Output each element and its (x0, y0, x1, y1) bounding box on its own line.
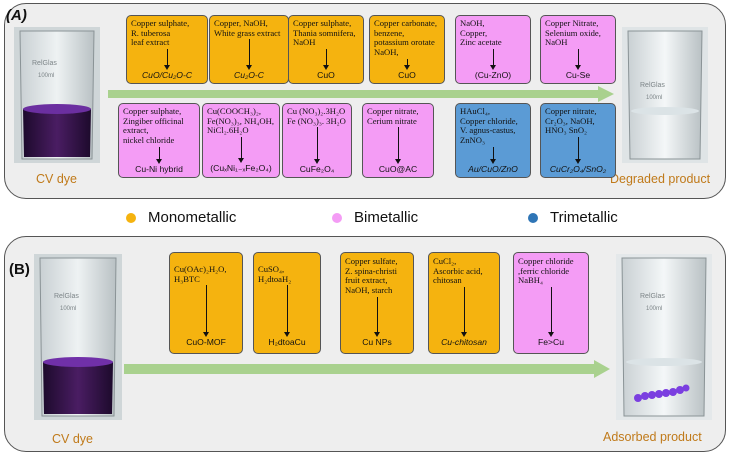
circle-icon (528, 212, 538, 223)
down-arrow-icon (374, 58, 440, 71)
panel-a-label: (A) (6, 7, 27, 24)
down-arrow-icon (207, 136, 275, 164)
down-arrow-icon (258, 284, 316, 337)
product: Fe>Cu (537, 337, 565, 347)
down-arrow-icon (287, 126, 347, 164)
reagents: Cu(OAc)₂H₂O, H₃BTC (174, 264, 227, 284)
degraded-product-beaker: RelGlas 100ml (622, 27, 708, 163)
legend-label: Trimetallic (550, 209, 618, 226)
svg-text:100ml: 100ml (646, 306, 662, 312)
reagents: Copper nitrate, Cr₂O₃, NaOH, HNO₃ SnO₂ (545, 106, 597, 136)
down-arrow-icon (174, 284, 238, 337)
method-card-a-4: Copper carbonate, benzene, potassium oro… (369, 15, 445, 84)
method-card-a-2: Copper, NaOH, White grass extract Cu₂O-C (209, 15, 289, 84)
down-arrow-icon (131, 48, 203, 71)
method-card-a-11: HAuCl₄, Copper chloride, V. agnus-castus… (455, 103, 531, 178)
legend-monometallic: Monometallic (126, 209, 236, 226)
reagents: Copper sulphate, Thania somnifera, NaOH (293, 18, 356, 48)
product: CuO@AC (378, 164, 418, 174)
method-card-b-2: CuSO₄, H₂dtoaH₂ H₂dtoaCu (253, 252, 321, 354)
circle-icon (332, 212, 342, 223)
product: Au/CuO/ZnO (468, 164, 518, 174)
product: CuO-MOF (186, 337, 226, 347)
reagents: Cu (NO₃)₂.3H₂O Fe (NO₃)₃. 3H₂O (287, 106, 346, 126)
method-card-a-5: NaOH, Copper, Zinc acetate (Cu-ZnO) (455, 15, 531, 84)
reagents: Copper chloride ,ferric chloride NaBH₄ (518, 256, 574, 286)
product: Cu-Se (565, 70, 591, 80)
product: Cu NPs (362, 337, 392, 347)
method-card-a-6: Copper Nitrate, Selenium oxide, NaOH Cu-… (540, 15, 616, 84)
method-card-a-8: Cu(COOCH₃)₂, Fe(NO₃)₃, NH₄OH, NiCl₂.6H₂O… (202, 103, 280, 178)
circle-icon (126, 212, 136, 223)
method-card-a-9: Cu (NO₃)₂.3H₂O Fe (NO₃)₃. 3H₂O CuFe₂O₄ (282, 103, 352, 178)
reagents: Copper nitrate, Cerium nitrate (367, 106, 419, 126)
degraded-product-caption: Degraded product (610, 172, 711, 186)
product: Cu-Ni hybrid (135, 164, 183, 174)
method-card-b-5: Copper chloride ,ferric chloride NaBH₄ F… (513, 252, 589, 354)
process-arrow-b (124, 360, 610, 378)
reagents: NaOH, Copper, Zinc acetate (460, 18, 502, 48)
product: CuO (398, 70, 416, 80)
svg-text:RelGlas: RelGlas (640, 82, 665, 89)
reagents: Copper, NaOH, White grass extract (214, 18, 281, 38)
down-arrow-icon (460, 146, 526, 165)
down-arrow-icon (214, 38, 284, 70)
svg-text:RelGlas: RelGlas (54, 293, 79, 300)
down-arrow-icon (345, 296, 409, 338)
method-card-a-3: Copper sulphate, Thania somnifera, NaOH … (288, 15, 364, 84)
svg-text:RelGlas: RelGlas (640, 293, 665, 300)
down-arrow-icon (123, 146, 195, 165)
svg-text:100ml: 100ml (646, 95, 662, 101)
legend-label: Monometallic (148, 209, 237, 226)
reagents: Copper sulfate, Z. spina-christi fruit e… (345, 256, 398, 295)
cv-dye-beaker-b: RelGlas 100ml (34, 254, 122, 420)
product: (Cu-ZnO) (474, 70, 512, 80)
reagents: HAuCl₄, Copper chloride, V. agnus-castus… (460, 106, 518, 145)
down-arrow-icon (433, 286, 495, 338)
reagents: Copper carbonate, benzene, potassium oro… (374, 18, 437, 57)
down-arrow-icon (545, 48, 611, 71)
method-card-a-1: Copper sulphate, R. tuberosa leaf extrac… (126, 15, 208, 84)
down-arrow-icon (367, 126, 429, 164)
down-arrow-icon (293, 48, 359, 71)
svg-text:100ml: 100ml (60, 306, 76, 312)
method-card-b-4: CuCl₂, Ascorbic acid, chitosan Cu-chitos… (428, 252, 500, 354)
product: H₂dtoaCu (268, 337, 306, 347)
cv-dye-beaker-a: RelGlas 100ml (14, 27, 100, 163)
product: CuFe₂O₄ (299, 164, 335, 174)
process-arrow-a (108, 86, 614, 102)
product: CuO (317, 70, 335, 80)
product: Cu-chitosan (441, 337, 487, 347)
down-arrow-icon (518, 286, 584, 338)
cv-dye-caption-b: CV dye (52, 432, 93, 446)
adsorbed-product-caption: Adsorbed product (603, 430, 702, 444)
method-card-a-7: Copper sulphate, Zingiber officinal extr… (118, 103, 200, 178)
reagents: CuSO₄, H₂dtoaH₂ (258, 264, 292, 284)
legend-bimetallic: Bimetallic (332, 209, 418, 226)
svg-text:100ml: 100ml (38, 73, 54, 79)
cv-dye-caption-a: CV dye (36, 172, 77, 186)
product: CuCr₂O₄/SnO₂ (549, 164, 607, 174)
method-card-a-10: Copper nitrate, Cerium nitrate CuO@AC (362, 103, 434, 178)
method-card-b-1: Cu(OAc)₂H₂O, H₃BTC CuO-MOF (169, 252, 243, 354)
product: CuO/Cu₂O-C (141, 70, 193, 80)
down-arrow-icon (460, 48, 526, 71)
reagents: Copper Nitrate, Selenium oxide, NaOH (545, 18, 601, 48)
reagents: Copper sulphate, Zingiber officinal extr… (123, 106, 184, 145)
legend-label: Bimetallic (354, 209, 419, 226)
down-arrow-icon (545, 136, 611, 165)
reagents: Cu(COOCH₃)₂, Fe(NO₃)₃, NH₄OH, NiCl₂.6H₂O (207, 106, 274, 136)
product: Cu₂O-C (233, 70, 264, 80)
method-card-a-12: Copper nitrate, Cr₂O₃, NaOH, HNO₃ SnO₂ C… (540, 103, 616, 178)
product: (CuₓNi₁₋ₓFe₂O₄) (210, 163, 272, 173)
method-card-b-3: Copper sulfate, Z. spina-christi fruit e… (340, 252, 414, 354)
svg-text:RelGlas: RelGlas (32, 60, 57, 67)
legend-trimetallic: Trimetallic (528, 209, 618, 226)
reagents: CuCl₂, Ascorbic acid, chitosan (433, 256, 483, 286)
reagents: Copper sulphate, R. tuberosa leaf extrac… (131, 18, 190, 48)
adsorbed-product-beaker: RelGlas 100ml (616, 254, 712, 420)
panel-b-label: (B) (9, 261, 30, 278)
